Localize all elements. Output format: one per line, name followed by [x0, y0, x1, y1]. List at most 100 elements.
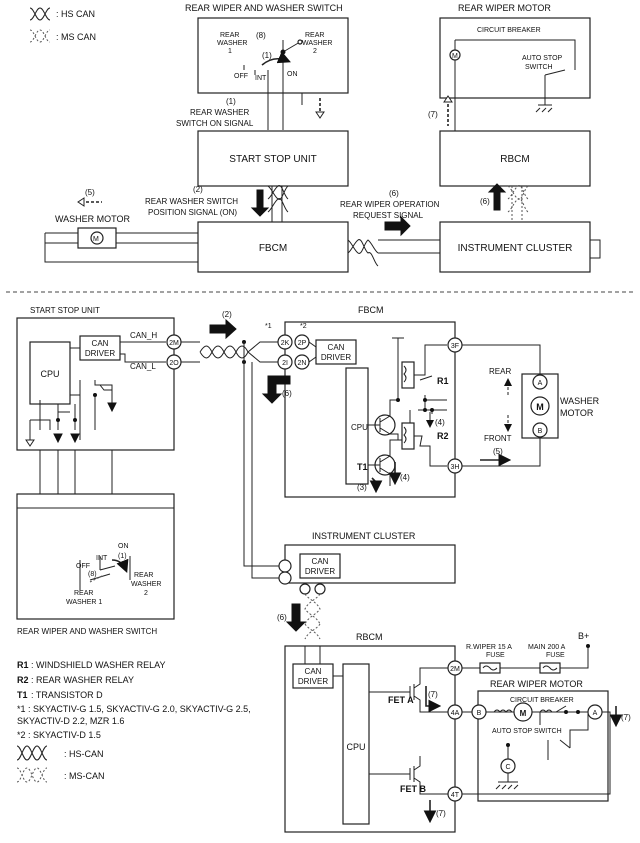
- det-sw-s8: (8): [88, 571, 97, 578]
- det-star1: *1: [265, 323, 272, 330]
- ov-ic-box: [439, 221, 591, 273]
- det-rwm-pin-a: A: [593, 710, 598, 717]
- note-r2-text: : REAR WASHER RELAY: [31, 675, 134, 685]
- ov-signal2-l2: POSITION SIGNAL (ON): [148, 208, 237, 217]
- det-ssu-candriver-l2: DRIVER: [85, 349, 115, 358]
- det-pin-4a: 4A: [451, 710, 460, 717]
- det-pin-2m-r: 2M: [450, 666, 460, 673]
- ov-int: INT: [255, 75, 267, 82]
- note-t1-key: T1: [17, 690, 28, 700]
- det-rwm-pin-c: C: [505, 764, 510, 771]
- ov-fbcm-label: FBCM: [259, 243, 287, 254]
- det-sw-on: ON: [118, 543, 129, 550]
- det-fuse2-l1: MAIN 200 A: [528, 644, 566, 651]
- ov-step6: (6): [480, 197, 490, 206]
- det-step5: (5): [493, 447, 503, 456]
- ov-signal6-l1: REAR WIPER OPERATION: [340, 200, 440, 209]
- det-step6b: (6): [277, 613, 287, 622]
- ov-signal2-l1: REAR WASHER SWITCH: [145, 197, 238, 206]
- note-n1-l1: *1 : SKYACTIV-G 1.5, SKYACTIV-G 2.0, SKY…: [17, 704, 251, 714]
- ov-ic-label: INSTRUMENT CLUSTER: [458, 243, 573, 254]
- ov-on: ON: [287, 71, 298, 78]
- rw1-line1: REAR: [220, 32, 239, 39]
- legend-ms-can: : MS CAN: [56, 32, 96, 42]
- det-r2: R2: [437, 431, 449, 441]
- note-t1-text: : TRANSISTOR D: [31, 690, 103, 700]
- det-rbcm-candriver-l1: CAN: [305, 667, 322, 676]
- det-step3: (3): [357, 483, 367, 492]
- det-rwm-motor: M: [520, 709, 527, 718]
- det-can-h: CAN_H: [130, 331, 157, 340]
- det-fbcm-candriver-l1: CAN: [328, 343, 345, 352]
- rw2-line3: 2: [313, 48, 317, 55]
- det-wm-motor: M: [536, 402, 544, 412]
- det-rbcm-candriver-l2: DRIVER: [298, 677, 328, 686]
- note-ms-can: : MS-CAN: [64, 771, 105, 781]
- det-step7c: (7): [621, 713, 631, 722]
- overview-switch-title: REAR WIPER AND WASHER SWITCH: [185, 3, 343, 13]
- det-sw-int: INT: [96, 555, 108, 562]
- det-rwm-cb: CIRCUIT BREAKER: [510, 697, 574, 704]
- det-star2: *2: [300, 323, 307, 330]
- det-ic-candriver-l2: DRIVER: [305, 567, 335, 576]
- svg-text:M: M: [93, 236, 99, 243]
- det-sw-rw2-l2: WASHER: [131, 581, 161, 588]
- svg-text:M: M: [452, 53, 458, 60]
- note-hs-can: : HS-CAN: [64, 749, 104, 759]
- det-wm-pin-b: B: [538, 428, 543, 435]
- ov-signal1-num: (1): [226, 97, 236, 106]
- det-fet-b: FET B: [400, 784, 426, 794]
- det-pin-3h: 3H: [451, 464, 460, 471]
- det-fuse1-l1: R.WIPER 15 A: [466, 644, 512, 651]
- note-r1-key: R1: [17, 660, 29, 670]
- det-sw-rw2-l1: REAR: [134, 572, 153, 579]
- det-fet-a: FET A: [388, 695, 414, 705]
- det-pin-2p: 2P: [298, 340, 307, 347]
- note-n1-l2: SKYACTIV-D 2.2, MZR 1.6: [17, 716, 124, 726]
- det-step7a: (7): [428, 690, 438, 699]
- det-step2: (2): [222, 310, 232, 319]
- ov-off: OFF: [234, 73, 248, 80]
- det-sw-rw2-l3: 2: [144, 590, 148, 597]
- rw2-line1: REAR: [305, 32, 324, 39]
- ov-signal6-l2: REQUEST SIGNAL: [353, 211, 424, 220]
- det-pin-2i: 2I: [282, 360, 288, 367]
- note-r2-key: R2: [17, 675, 29, 685]
- ov-circuit-breaker: CIRCUIT BREAKER: [477, 27, 541, 34]
- overview-switch: REAR WIPER AND WASHER SWITCH REAR WASHER…: [185, 3, 349, 130]
- ov-signal1-l2: SWITCH ON SIGNAL: [176, 119, 254, 128]
- ov-ssu-label: START STOP UNIT: [229, 154, 316, 165]
- rw1-line2: WASHER: [217, 40, 247, 47]
- ov-washer-motor: WASHER MOTOR: [55, 214, 131, 224]
- det-ssu-candriver-l1: CAN: [92, 339, 109, 348]
- det-step7b: (7): [436, 809, 446, 818]
- legend-hs-can: : HS CAN: [56, 9, 95, 19]
- det-wm-l1: WASHER: [560, 396, 600, 406]
- det-pin-3f: 3F: [451, 343, 459, 350]
- note-r1-text: : WINDSHIELD WASHER RELAY: [31, 660, 166, 670]
- det-fbcm-candriver-l2: DRIVER: [321, 353, 351, 362]
- ov-rbcm-box: [439, 130, 591, 187]
- ov-motor-title: REAR WIPER MOTOR: [458, 3, 551, 13]
- det-ic-candriver-l1: CAN: [312, 557, 329, 566]
- det-fuse2-l2: FUSE: [546, 652, 565, 659]
- det-pin-2k: 2K: [281, 340, 290, 347]
- det-step6: (6): [282, 389, 292, 398]
- det-rwm-autostop: AUTO STOP SWITCH: [492, 728, 562, 735]
- note-n2: *2 : SKYACTIV-D 1.5: [17, 730, 101, 740]
- rw2-line2: WASHER: [302, 40, 332, 47]
- det-rwm-title: REAR WIPER MOTOR: [490, 679, 583, 689]
- ov-autostop-l1: AUTO STOP: [522, 55, 563, 62]
- det-rbcm-cpu: CPU: [346, 742, 365, 752]
- det-rwm-pin-b: B: [477, 710, 482, 717]
- det-rear: REAR: [489, 367, 511, 376]
- ov-step8: (8): [256, 31, 266, 40]
- det-bplus: B+: [578, 631, 589, 641]
- det-ssu-title: START STOP UNIT: [30, 306, 100, 315]
- det-pin-2o: 2O: [169, 360, 179, 367]
- ov-ssu-box: [197, 130, 349, 187]
- ov-signal6-num: (6): [389, 189, 399, 198]
- ov-step1: (1): [262, 51, 272, 60]
